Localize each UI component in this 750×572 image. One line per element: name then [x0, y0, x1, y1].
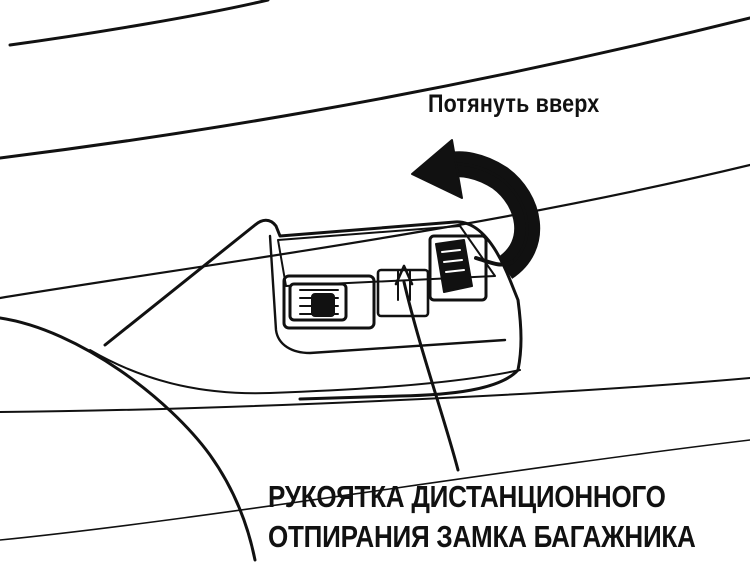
- middle-slot-detail: [397, 269, 411, 301]
- seat-panel-curve: [0, 316, 257, 562]
- left-lever-knob: [311, 293, 335, 317]
- handle-callout-line1: РУКОЯТКА ДИСТАНЦИОННОГО: [268, 479, 666, 514]
- body-line-top: [8, 0, 270, 47]
- body-line-middle: [0, 163, 750, 300]
- pull-up-arrow-head: [411, 139, 463, 199]
- body-line-bottom: [0, 439, 750, 541]
- trim-top-face: [277, 225, 496, 287]
- leader-arrow: [394, 264, 414, 286]
- pull-up-arrow-shaft-outline: [446, 162, 529, 270]
- middle-slot: [376, 268, 430, 318]
- right-lever: [435, 239, 473, 293]
- body-line-upper: [0, 16, 750, 160]
- left-lever-slot: [282, 274, 376, 330]
- handle-callout: РУКОЯТКА ДИСТАНЦИОННОГО ОТПИРАНИЯ ЗАМКА …: [268, 477, 696, 557]
- handle-callout-line2: ОТПИРАНИЯ ЗАМКА БАГАЖНИКА: [268, 519, 696, 554]
- pull-up-arrow-tail: [474, 256, 514, 267]
- trim-housing-outline: [103, 218, 523, 401]
- panel-inner-edge: [89, 349, 521, 395]
- trim-housing-inner: [268, 234, 507, 355]
- pull-up-label: Потянуть вверх: [428, 90, 600, 118]
- leader-line: [402, 280, 460, 472]
- right-lever-slot: [428, 234, 488, 302]
- right-lever-highlight: [441, 249, 465, 273]
- body-line-lower: [0, 377, 750, 413]
